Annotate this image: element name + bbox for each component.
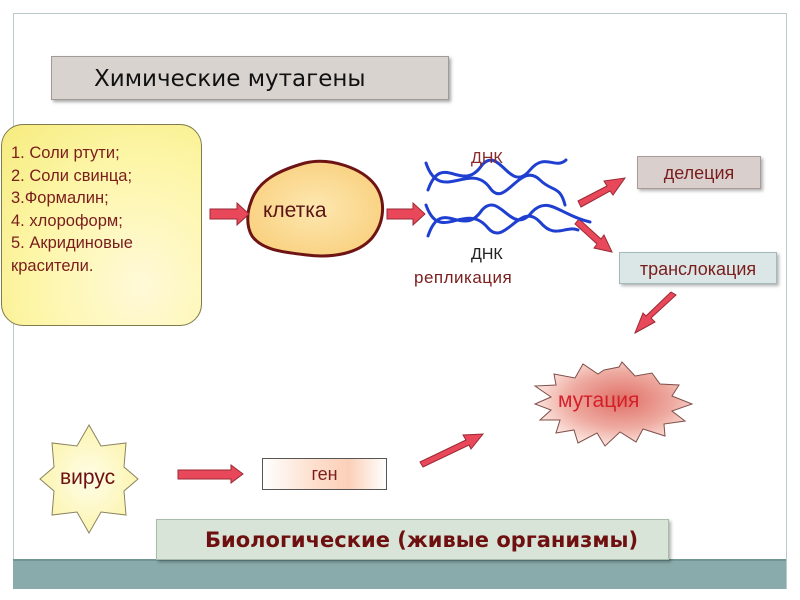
bottom-band <box>13 559 786 589</box>
mutation-label: мутация <box>558 389 640 412</box>
list-item: красители. <box>11 256 94 275</box>
arrow-gene-to-mutation <box>419 433 485 468</box>
biological-label: Биологические (живые организмы) <box>205 528 639 552</box>
list-item: 3.Формалин; <box>11 189 109 207</box>
chemical-list-box: 1. Соли ртути; 2. Соли свинца; 3.Формали… <box>1 124 202 326</box>
replication-label: репликация <box>414 268 513 287</box>
arrow-cell-to-dna <box>386 201 426 227</box>
arrow-list-to-cell <box>209 201 250 227</box>
translocation-box: транслокация <box>619 252 777 284</box>
dna-helix-icon <box>424 158 592 238</box>
biological-box <box>156 519 669 560</box>
list-item: 4. хлороформ; <box>11 211 123 230</box>
virus-label: вирус <box>60 466 116 489</box>
virus-star-shape <box>39 423 139 535</box>
mutation-burst-shape <box>533 361 694 447</box>
list-item: 5. Акридиновые <box>11 234 133 252</box>
list-item: 1. Соли ртути; <box>11 144 120 162</box>
dna-bottom-label: ДНК <box>471 246 503 263</box>
list-item: 2. Соли свинца; <box>11 166 133 185</box>
gene-box: ген <box>262 458 387 490</box>
arrow-virus-to-gene <box>177 464 244 484</box>
chemical-mutagens-title: Химические мутагены <box>51 56 449 100</box>
deletion-box: делеция <box>637 156 761 189</box>
arrow-translocation-to-mutation <box>634 291 677 335</box>
cell-label: клетка <box>263 199 327 222</box>
dna-top-label: ДНК <box>471 150 503 167</box>
arrow-dna-to-deletion <box>577 177 627 208</box>
cell-shape <box>246 159 384 258</box>
arrow-dna-to-translocation <box>574 218 613 253</box>
